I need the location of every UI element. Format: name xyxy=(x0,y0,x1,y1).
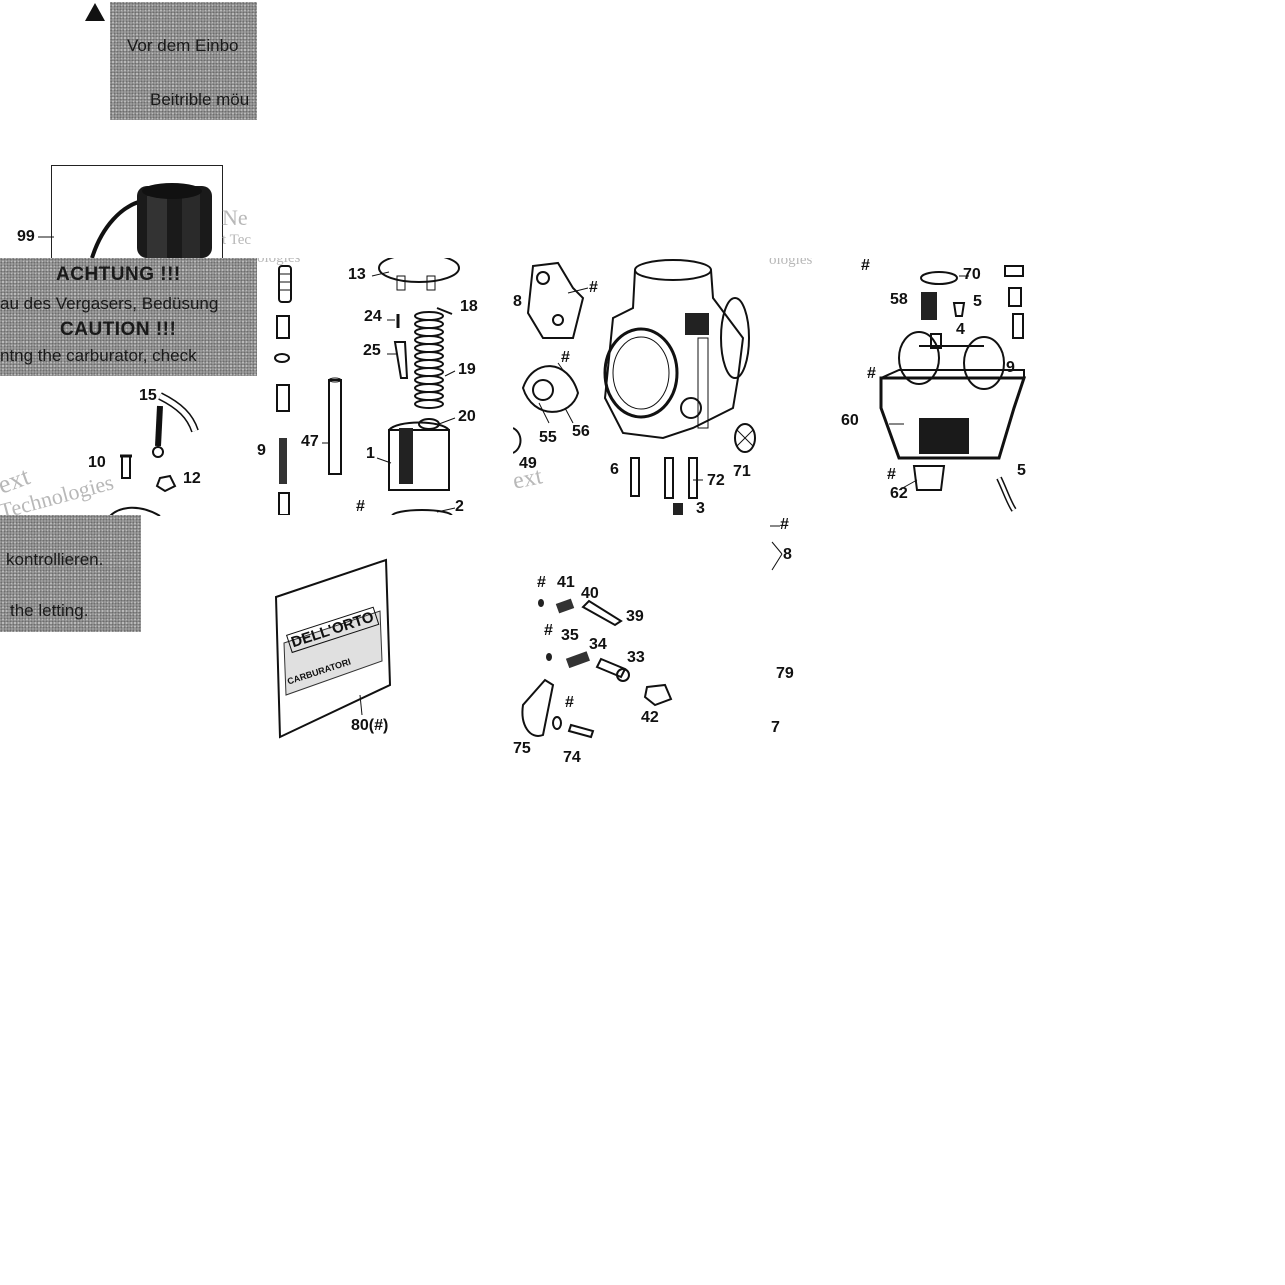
label-hash-3: # xyxy=(561,349,570,366)
label-9-b: 9 xyxy=(1006,359,1015,376)
label-18: 18 xyxy=(460,298,478,315)
label-15: 15 xyxy=(139,387,157,404)
label-25: 25 xyxy=(363,342,381,359)
label-47: 47 xyxy=(301,433,319,450)
watermark-tec: t Tec xyxy=(222,232,252,248)
air-filter-illustration xyxy=(90,183,212,258)
label-70: 70 xyxy=(963,266,981,283)
tile-small-parts: # 41 40 39 # 35 34 33 42 # 75 74 xyxy=(505,565,685,775)
photo-inset xyxy=(51,165,223,258)
label-6: 6 xyxy=(610,461,619,478)
warning-text-de-top: Vor dem Einbo xyxy=(127,36,239,55)
label-72: 72 xyxy=(707,472,725,489)
warning-text-en-bottom: the letting. xyxy=(10,601,89,620)
label-19: 19 xyxy=(458,361,476,378)
label-42: 42 xyxy=(641,709,659,726)
watermark-ologies-2: ologies xyxy=(257,258,301,266)
label-hash-9: # xyxy=(544,622,553,639)
label-8-b: 8 xyxy=(783,546,792,563)
watermark-ologies-4: ologies xyxy=(769,258,813,268)
tile-gasket-kit: DELL'ORTO CARBURATORI 80(#) xyxy=(270,555,400,745)
caution-title-en: CAUTION !!! xyxy=(60,319,177,340)
label-12: 12 xyxy=(183,470,201,487)
label-55: 55 xyxy=(539,429,557,446)
label-56: 56 xyxy=(572,423,590,440)
label-hash-2: # xyxy=(589,279,598,296)
label-5-b: 5 xyxy=(1017,462,1026,479)
label-39: 39 xyxy=(626,608,644,625)
label-58: 58 xyxy=(890,291,908,308)
label-hash-8: # xyxy=(537,574,546,591)
label-60: 60 xyxy=(841,412,859,429)
label-40: 40 xyxy=(581,585,599,602)
label-13: 13 xyxy=(348,266,366,283)
label-5-a: 5 xyxy=(973,293,982,310)
label-75: 75 xyxy=(513,740,531,757)
label-hash-4: # xyxy=(861,258,870,274)
warning-triangle-icon xyxy=(85,3,105,21)
warning-panel-top: Vor dem Einbo Beitrible möu xyxy=(110,2,257,120)
label-9-a: 9 xyxy=(257,442,266,459)
label-24: 24 xyxy=(364,308,382,325)
label-74: 74 xyxy=(563,749,581,766)
label-99: 99 xyxy=(17,228,35,245)
warning-panel-band: ACHTUNG !!! au des Vergasers, Bedüsung C… xyxy=(0,258,257,376)
label-67: 7 xyxy=(771,719,780,736)
label-41: 41 xyxy=(557,574,575,591)
tile-carburetor-body: 8 # # 55 56 49 6 72 71 3 ext xyxy=(513,258,769,515)
label-10: 10 xyxy=(88,454,106,471)
caution-text-de: au des Vergasers, Bedüsung xyxy=(0,294,219,313)
label-33: 33 xyxy=(627,649,645,666)
tile-throttle-slide: ologies 13 24 25 18 19 20 47 1 2 # xyxy=(257,258,513,515)
tile-float-bowl: ologies 70 58 5 4 9 60 62 5 # # # xyxy=(769,258,1029,515)
label-71: 71 xyxy=(733,463,751,480)
caution-title-de: ACHTUNG !!! xyxy=(56,264,181,285)
label-hash-1: # xyxy=(356,498,365,515)
warning-panel-bottom: kontrollieren. the letting. xyxy=(0,515,141,632)
label-hash-7: # xyxy=(780,516,789,533)
caution-text-en: ntng the carburator, check xyxy=(0,346,197,365)
label-4: 4 xyxy=(956,321,965,338)
warning-text-de-top-2: Beitrible möu xyxy=(150,90,250,109)
label-hash-10: # xyxy=(565,694,574,711)
label-35: 35 xyxy=(561,627,579,644)
label-2: 2 xyxy=(455,498,464,515)
label-1: 1 xyxy=(366,445,375,462)
label-hash-6: # xyxy=(887,466,896,483)
label-20: 20 xyxy=(458,408,476,425)
label-49: 49 xyxy=(519,455,537,472)
label-8-a: 8 xyxy=(513,293,522,310)
warning-text-de-bottom: kontrollieren. xyxy=(6,550,104,569)
label-79: 79 xyxy=(776,665,794,682)
label-hash-5: # xyxy=(867,365,876,382)
label-3: 3 xyxy=(696,500,705,516)
leader-right xyxy=(770,525,783,571)
label-34: 34 xyxy=(589,636,607,653)
watermark-ne: Ne xyxy=(222,205,248,230)
leader-99 xyxy=(38,236,54,238)
label-62: 62 xyxy=(890,485,908,502)
label-80: 80(#) xyxy=(351,717,389,734)
tile-left-lower: 15 10 12 ext Technologies xyxy=(0,376,257,516)
